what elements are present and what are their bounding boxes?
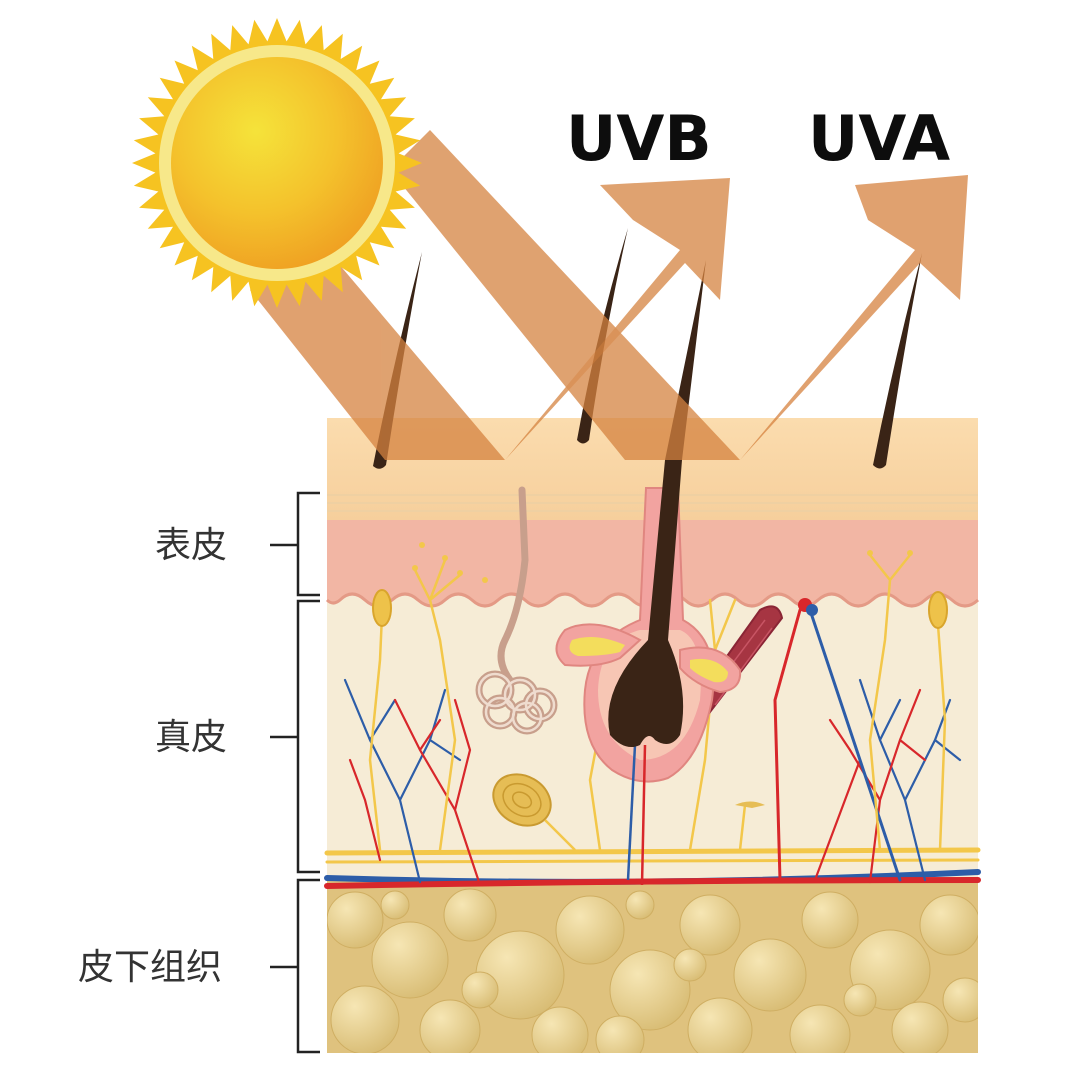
sebaceous-gland-right: [679, 646, 742, 694]
hair-shaft-long: [608, 260, 706, 748]
pacinian-corpuscle: [492, 773, 576, 851]
label-subcutaneous: 皮下组织: [78, 947, 222, 988]
label-dermis: 真皮: [155, 717, 227, 758]
nerve-receptor-left: [372, 589, 392, 627]
hair-shaft-3: [873, 253, 922, 469]
skin-block: [324, 228, 981, 1053]
sebaceous-gland-left: [555, 623, 642, 667]
uva-ray-in: [390, 130, 740, 460]
uvb-ray-out: [385, 178, 730, 460]
uva-ray-out: [625, 175, 968, 460]
uvb-label: UVB: [566, 102, 712, 175]
sun-icon: [132, 18, 422, 308]
nerve-endings: [412, 542, 913, 583]
sweat-gland-inner: [477, 672, 556, 733]
fat-cells: [327, 888, 978, 1053]
hair-papilla-vessels: [626, 744, 647, 886]
nerve-receptor-right: [928, 591, 948, 629]
capillaries-right: [773, 598, 962, 884]
layer-brackets: [270, 491, 320, 1054]
uva-label: UVA: [808, 102, 950, 175]
label-epidermis: 表皮: [155, 525, 227, 566]
blood-vessels: [324, 847, 981, 889]
meissner-corpuscle: [735, 801, 765, 808]
capillaries-left: [343, 678, 482, 887]
